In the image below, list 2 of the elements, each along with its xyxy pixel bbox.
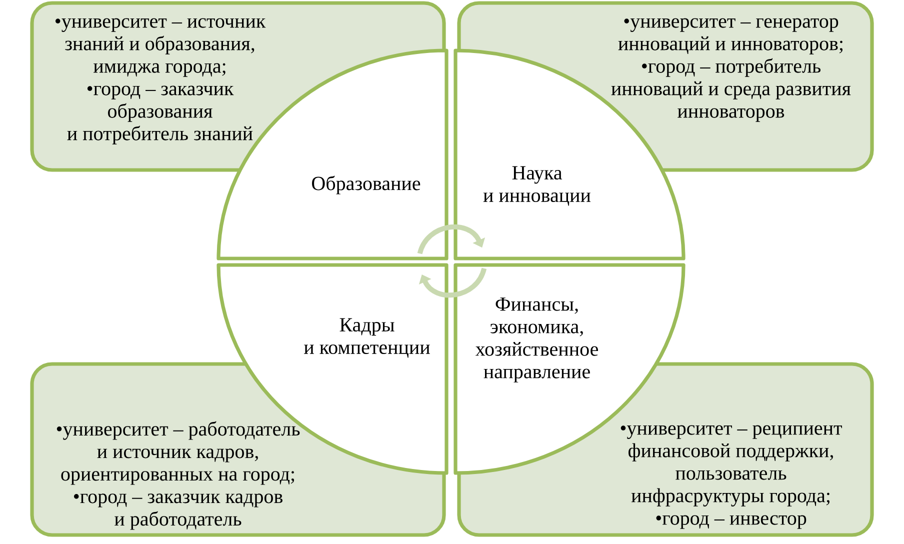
arrow [417, 224, 486, 254]
arrow [418, 268, 487, 298]
